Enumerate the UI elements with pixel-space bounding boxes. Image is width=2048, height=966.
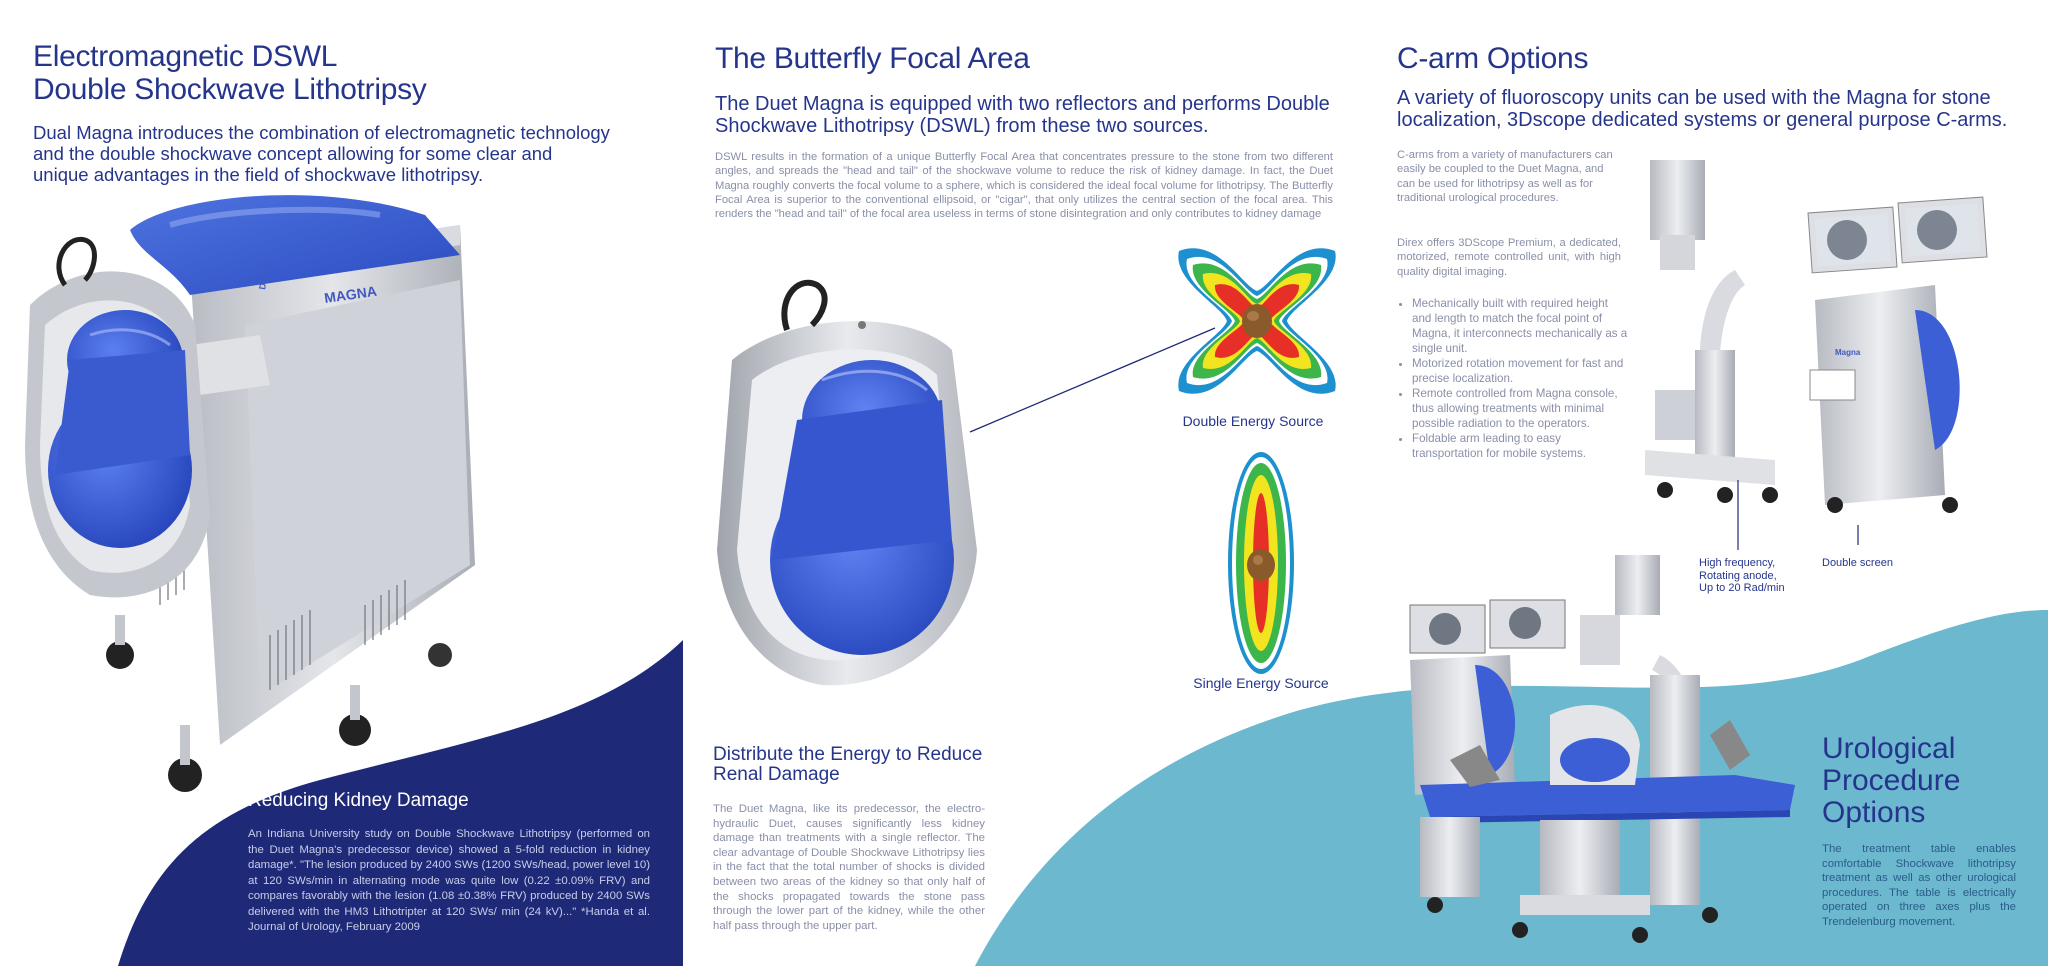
magna-logo-text: MAGNA [323, 283, 378, 306]
panel3-para2: Direx offers 3DScope Premium, a dedicate… [1397, 237, 1621, 278]
focal-connector-line [969, 327, 1216, 433]
uro-title-line: Procedure [1822, 764, 1961, 797]
section-distribute-energy-body: The Duet Magna, like its predecessor, th… [713, 803, 985, 932]
feature-bullet: Foldable arm leading to easy transportat… [1412, 431, 1630, 461]
panel2-subtitle: The Duet Magna is equipped with two refl… [715, 93, 1330, 137]
section-distribute-energy-title-line2: Renal Damage [713, 764, 840, 785]
magna-machine-illustration: MAGNA DIREX [25, 195, 475, 792]
section-distribute-energy-title-line1: Distribute the Energy to Reduce [713, 744, 983, 765]
panel3-title: C-arm Options [1397, 42, 1589, 75]
panel1-title-line2: Double Shockwave Lithotripsy [33, 73, 427, 106]
navy-wave-background [118, 640, 683, 966]
duet-magna-reflector-illustration [717, 279, 977, 686]
section-reducing-kidney-damage-title: Reducing Kidney Damage [248, 790, 469, 811]
urological-procedure-options-body: The treatment table enables comfortable … [1822, 843, 2016, 928]
butterfly-focal-diagram [1178, 248, 1336, 394]
callout-anode-line: Up to 20 Rad/min [1699, 582, 1785, 594]
cigar-focal-diagram [1228, 452, 1294, 674]
section-distribute-energy-title: Distribute the Energy to Reduce Renal Da… [713, 745, 982, 785]
uro-title-line: Urological [1822, 732, 1956, 765]
urological-procedure-options-title: Urological Procedure Options [1822, 733, 1960, 829]
panel3-subtitle: A variety of fluoroscopy units can be us… [1397, 87, 2008, 131]
callout-high-frequency-anode: High frequency, Rotating anode, Up to 20… [1699, 557, 1785, 595]
feature-bullet: Motorized rotation movement for fast and… [1412, 356, 1630, 386]
uro-title-line: Options [1822, 796, 1926, 829]
feature-bullet: Remote controlled from Magna console, th… [1412, 386, 1630, 431]
panel2-title: The Butterfly Focal Area [715, 42, 1030, 75]
treatment-table-illustration [1409, 555, 1795, 943]
panel3-feature-list: Mechanically built with required height … [1397, 296, 1630, 461]
feature-bullet: Mechanically built with required height … [1412, 296, 1630, 356]
panel1-title-line1: Electromagnetic DSWL [33, 40, 338, 73]
panel3-para1: C-arms from a variety of manufacturers c… [1397, 149, 1613, 204]
caption-double-energy-source: Double Energy Source [1182, 413, 1324, 429]
c-arm-workstation-illustration: Magna [1645, 160, 1988, 550]
section-reducing-kidney-damage-body: An Indiana University study on Double Sh… [248, 828, 650, 933]
direx-brand-text: DIREX [257, 262, 272, 291]
caption-single-energy-source: Single Energy Source [1193, 675, 1329, 691]
panel1-title: Electromagnetic DSWL Double Shockwave Li… [33, 40, 633, 106]
svg-text:Magna: Magna [1835, 348, 1861, 357]
callout-double-screen: Double screen [1822, 557, 1893, 569]
callout-anode-line: Rotating anode, [1699, 569, 1777, 582]
panel2-body: DSWL results in the formation of a uniqu… [715, 151, 1333, 221]
callout-anode-line: High frequency, [1699, 557, 1776, 569]
panel1-intro: Dual Magna introduces the combination of… [33, 122, 610, 185]
